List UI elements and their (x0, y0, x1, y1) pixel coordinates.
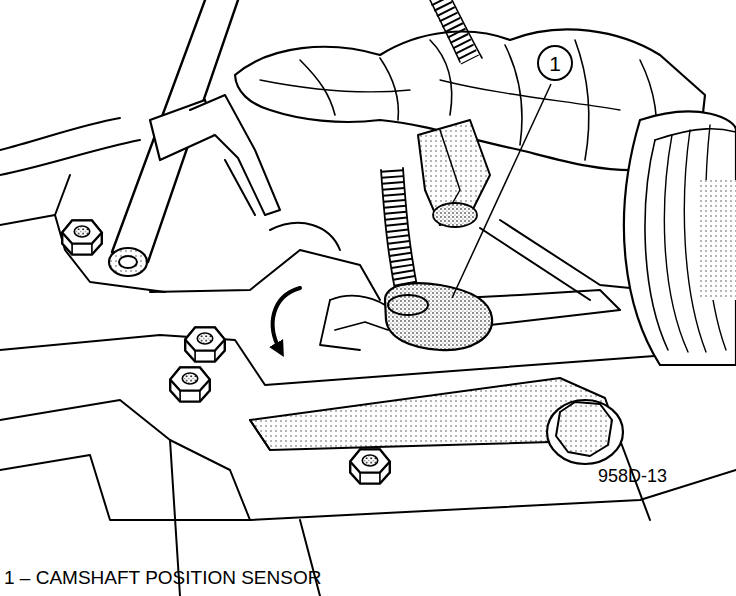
figure-code: 958D-13 (598, 467, 667, 485)
leader-line (452, 84, 551, 298)
callout-number: 1 (549, 53, 561, 74)
callout-circle: 1 (537, 45, 573, 81)
figure-caption: 1 – CAMSHAFT POSITION SENSOR (4, 568, 321, 587)
